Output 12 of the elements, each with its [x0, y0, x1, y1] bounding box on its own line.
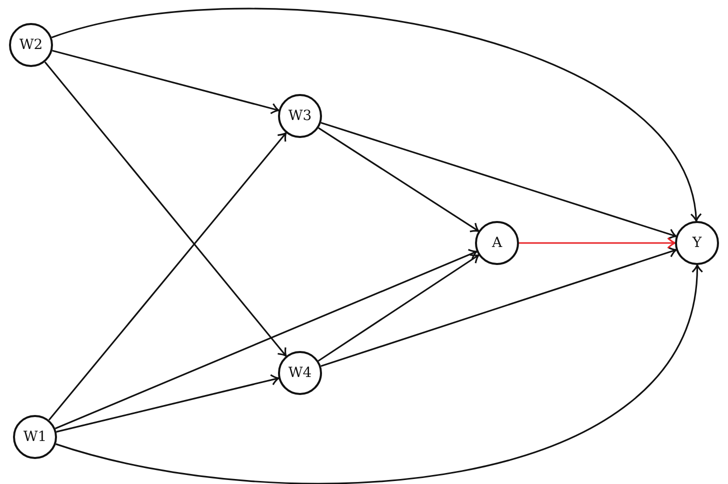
node-circle: [675, 221, 719, 265]
node-label: Y: [692, 235, 702, 251]
node-circle: [9, 23, 53, 67]
node-circle: [278, 94, 322, 138]
node-circle: [13, 415, 57, 459]
node-circle: [475, 221, 519, 265]
node-label: W3: [288, 108, 312, 124]
node-label: W4: [288, 365, 312, 381]
node-circle: [278, 351, 322, 395]
node-label: W2: [19, 37, 43, 53]
node-label: W1: [23, 429, 47, 445]
node-label: A: [492, 235, 502, 251]
